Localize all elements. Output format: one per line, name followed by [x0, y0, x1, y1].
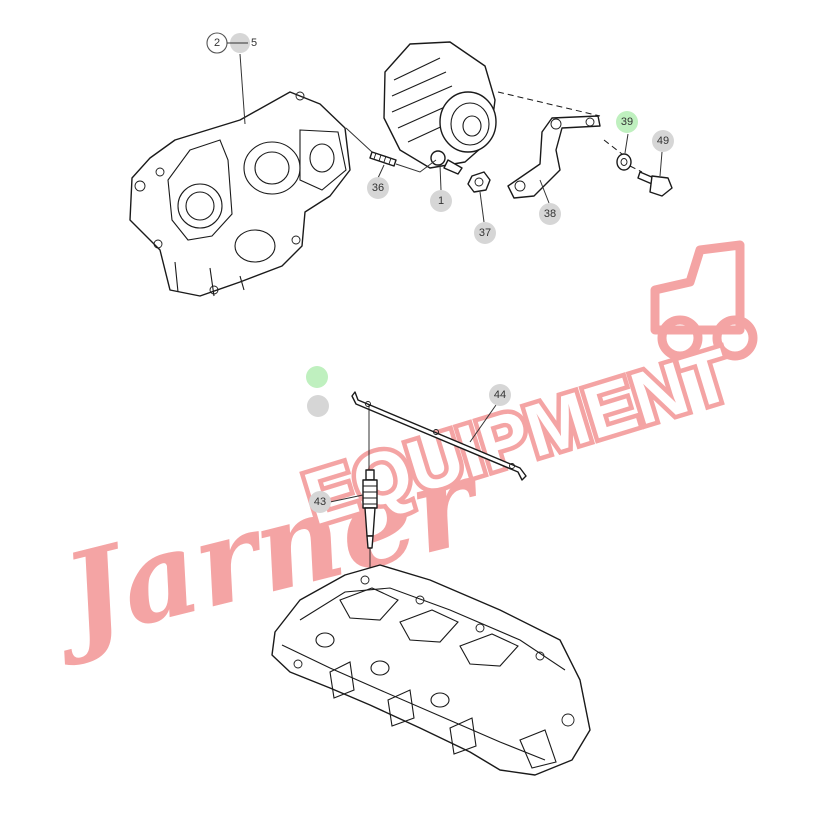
gear-case: [129, 91, 351, 297]
stud-36: [369, 151, 397, 167]
callout-2-label: 2: [214, 37, 220, 49]
callout-43: 43: [309, 491, 331, 513]
glow-plug: [362, 404, 378, 575]
callout-44-label: 44: [494, 389, 506, 401]
leader-lines: [239, 53, 663, 503]
bolt-49: [637, 171, 673, 197]
callout-49-label: 49: [657, 135, 669, 147]
callout-38: 38: [539, 203, 561, 225]
callout-38-label: 38: [544, 208, 556, 220]
cylinder-head: [271, 564, 591, 776]
glow-plug-lead: [351, 391, 527, 481]
watermark-truck-icon: [650, 240, 758, 361]
assembly-line-top: [497, 91, 601, 117]
callout-5: 5: [227, 33, 257, 53]
callout-39-label: 39: [621, 116, 633, 128]
assembly-line-bolt: [629, 165, 643, 173]
washer-39: [616, 153, 632, 171]
marker-grey: [307, 395, 329, 417]
callout-39: 39: [616, 111, 638, 133]
marker-green: [306, 366, 328, 388]
assembly-line-stud: [345, 127, 437, 173]
callout-43-label: 43: [314, 496, 326, 508]
callout-37: 37: [474, 222, 496, 244]
callout-1-label: 1: [438, 195, 444, 207]
assembly-line-washer: [603, 139, 623, 155]
nut-37: [467, 171, 491, 193]
callout-36: 36: [367, 177, 389, 199]
callout-44: 44: [489, 384, 511, 406]
callout-1: 1: [430, 190, 452, 212]
alternator: [383, 41, 497, 175]
callout-37-label: 37: [479, 227, 491, 239]
callout-2: 2: [206, 32, 228, 54]
stay-38: [507, 115, 601, 199]
watermark-block: EQUIPMENT: [295, 332, 740, 540]
callout-36-label: 36: [372, 182, 384, 194]
callout-49: 49: [652, 130, 674, 152]
callout-5-label: 5: [251, 37, 257, 49]
